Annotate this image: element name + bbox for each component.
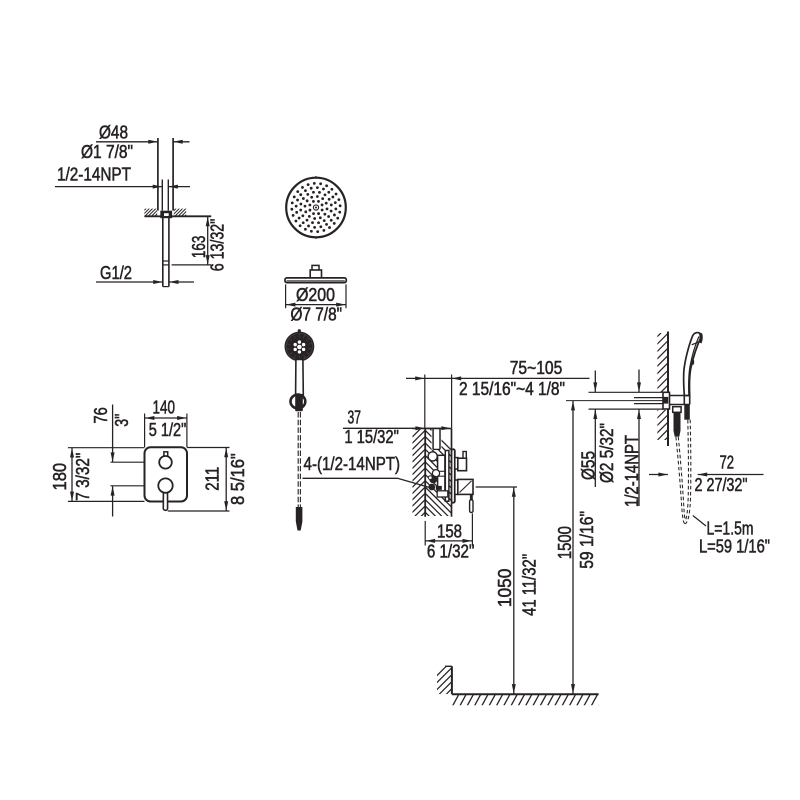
svg-text:8 5/16": 8 5/16"	[227, 453, 248, 505]
svg-text:140: 140	[153, 397, 176, 418]
svg-text:163: 163	[188, 236, 209, 259]
svg-text:75~105: 75~105	[510, 357, 563, 378]
svg-text:76: 76	[90, 407, 111, 423]
svg-text:6 13/32": 6 13/32"	[206, 219, 227, 272]
svg-text:37: 37	[348, 406, 362, 427]
svg-text:1050: 1050	[494, 569, 515, 608]
svg-text:6 1/32": 6 1/32"	[427, 541, 475, 562]
svg-text:L=59 1/16": L=59 1/16"	[699, 536, 770, 557]
svg-text:2 27/32": 2 27/32"	[695, 474, 748, 495]
svg-text:3": 3"	[111, 414, 132, 427]
svg-text:1/2-14NPT: 1/2-14NPT	[57, 163, 131, 184]
svg-text:1 15/32": 1 15/32"	[344, 426, 399, 447]
svg-text:7 3/32": 7 3/32"	[72, 453, 93, 501]
svg-text:2 15/16"~4 1/8": 2 15/16"~4 1/8"	[459, 378, 565, 399]
svg-text:1500: 1500	[554, 526, 575, 559]
svg-text:180: 180	[49, 463, 70, 491]
svg-text:59 1/16": 59 1/16"	[576, 511, 597, 569]
svg-text:Ø200: Ø200	[296, 284, 335, 305]
svg-text:158: 158	[437, 520, 462, 541]
svg-text:41 11/32": 41 11/32"	[519, 554, 540, 616]
svg-text:211: 211	[201, 467, 222, 491]
svg-text:1/2-14NPT: 1/2-14NPT	[621, 435, 642, 507]
svg-text:Ø7 7/8": Ø7 7/8"	[291, 304, 343, 325]
svg-text:Ø2 5/32": Ø2 5/32"	[596, 423, 617, 483]
svg-text:4-(1/2-14NPT): 4-(1/2-14NPT)	[304, 453, 401, 474]
svg-text:Ø1 7/8": Ø1 7/8"	[81, 141, 133, 162]
svg-text:72: 72	[720, 451, 735, 472]
svg-text:Ø48: Ø48	[99, 122, 128, 143]
svg-text:5 1/2": 5 1/2"	[149, 419, 187, 440]
svg-text:L=1.5m: L=1.5m	[707, 518, 754, 539]
svg-text:G1/2: G1/2	[100, 262, 132, 283]
svg-text:Ø55: Ø55	[577, 451, 598, 480]
